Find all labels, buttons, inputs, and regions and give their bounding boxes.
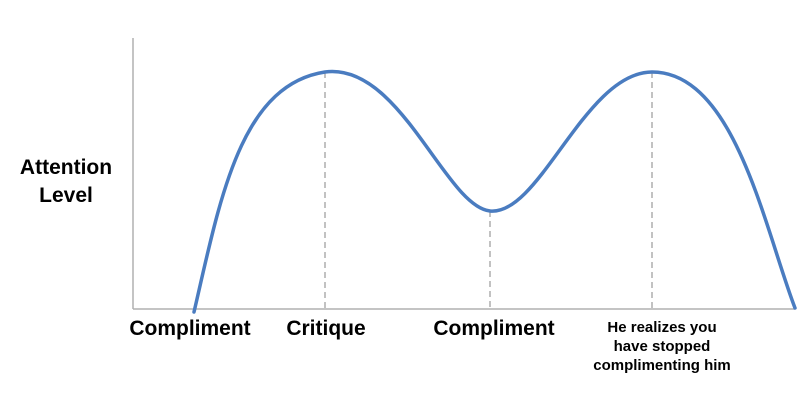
x-label-critique: Critique bbox=[286, 317, 366, 340]
attention-curve bbox=[192, 70, 797, 314]
x-label-compliment-start: Compliment bbox=[129, 317, 251, 340]
x-label-realizes-line-2: have stopped bbox=[613, 338, 711, 355]
x-label-realizes: He realizes you have stopped complimenti… bbox=[593, 318, 731, 375]
y-axis-label-line-2: Level bbox=[39, 184, 93, 207]
x-label-compliment-middle: Compliment bbox=[433, 317, 555, 340]
y-axis-label-line-1: Attention bbox=[19, 156, 113, 179]
x-label-realizes-line-3: complimenting him bbox=[593, 357, 731, 374]
x-label-realizes-line-1: He realizes you bbox=[607, 319, 717, 336]
y-axis-label: Attention Level bbox=[6, 154, 126, 210]
